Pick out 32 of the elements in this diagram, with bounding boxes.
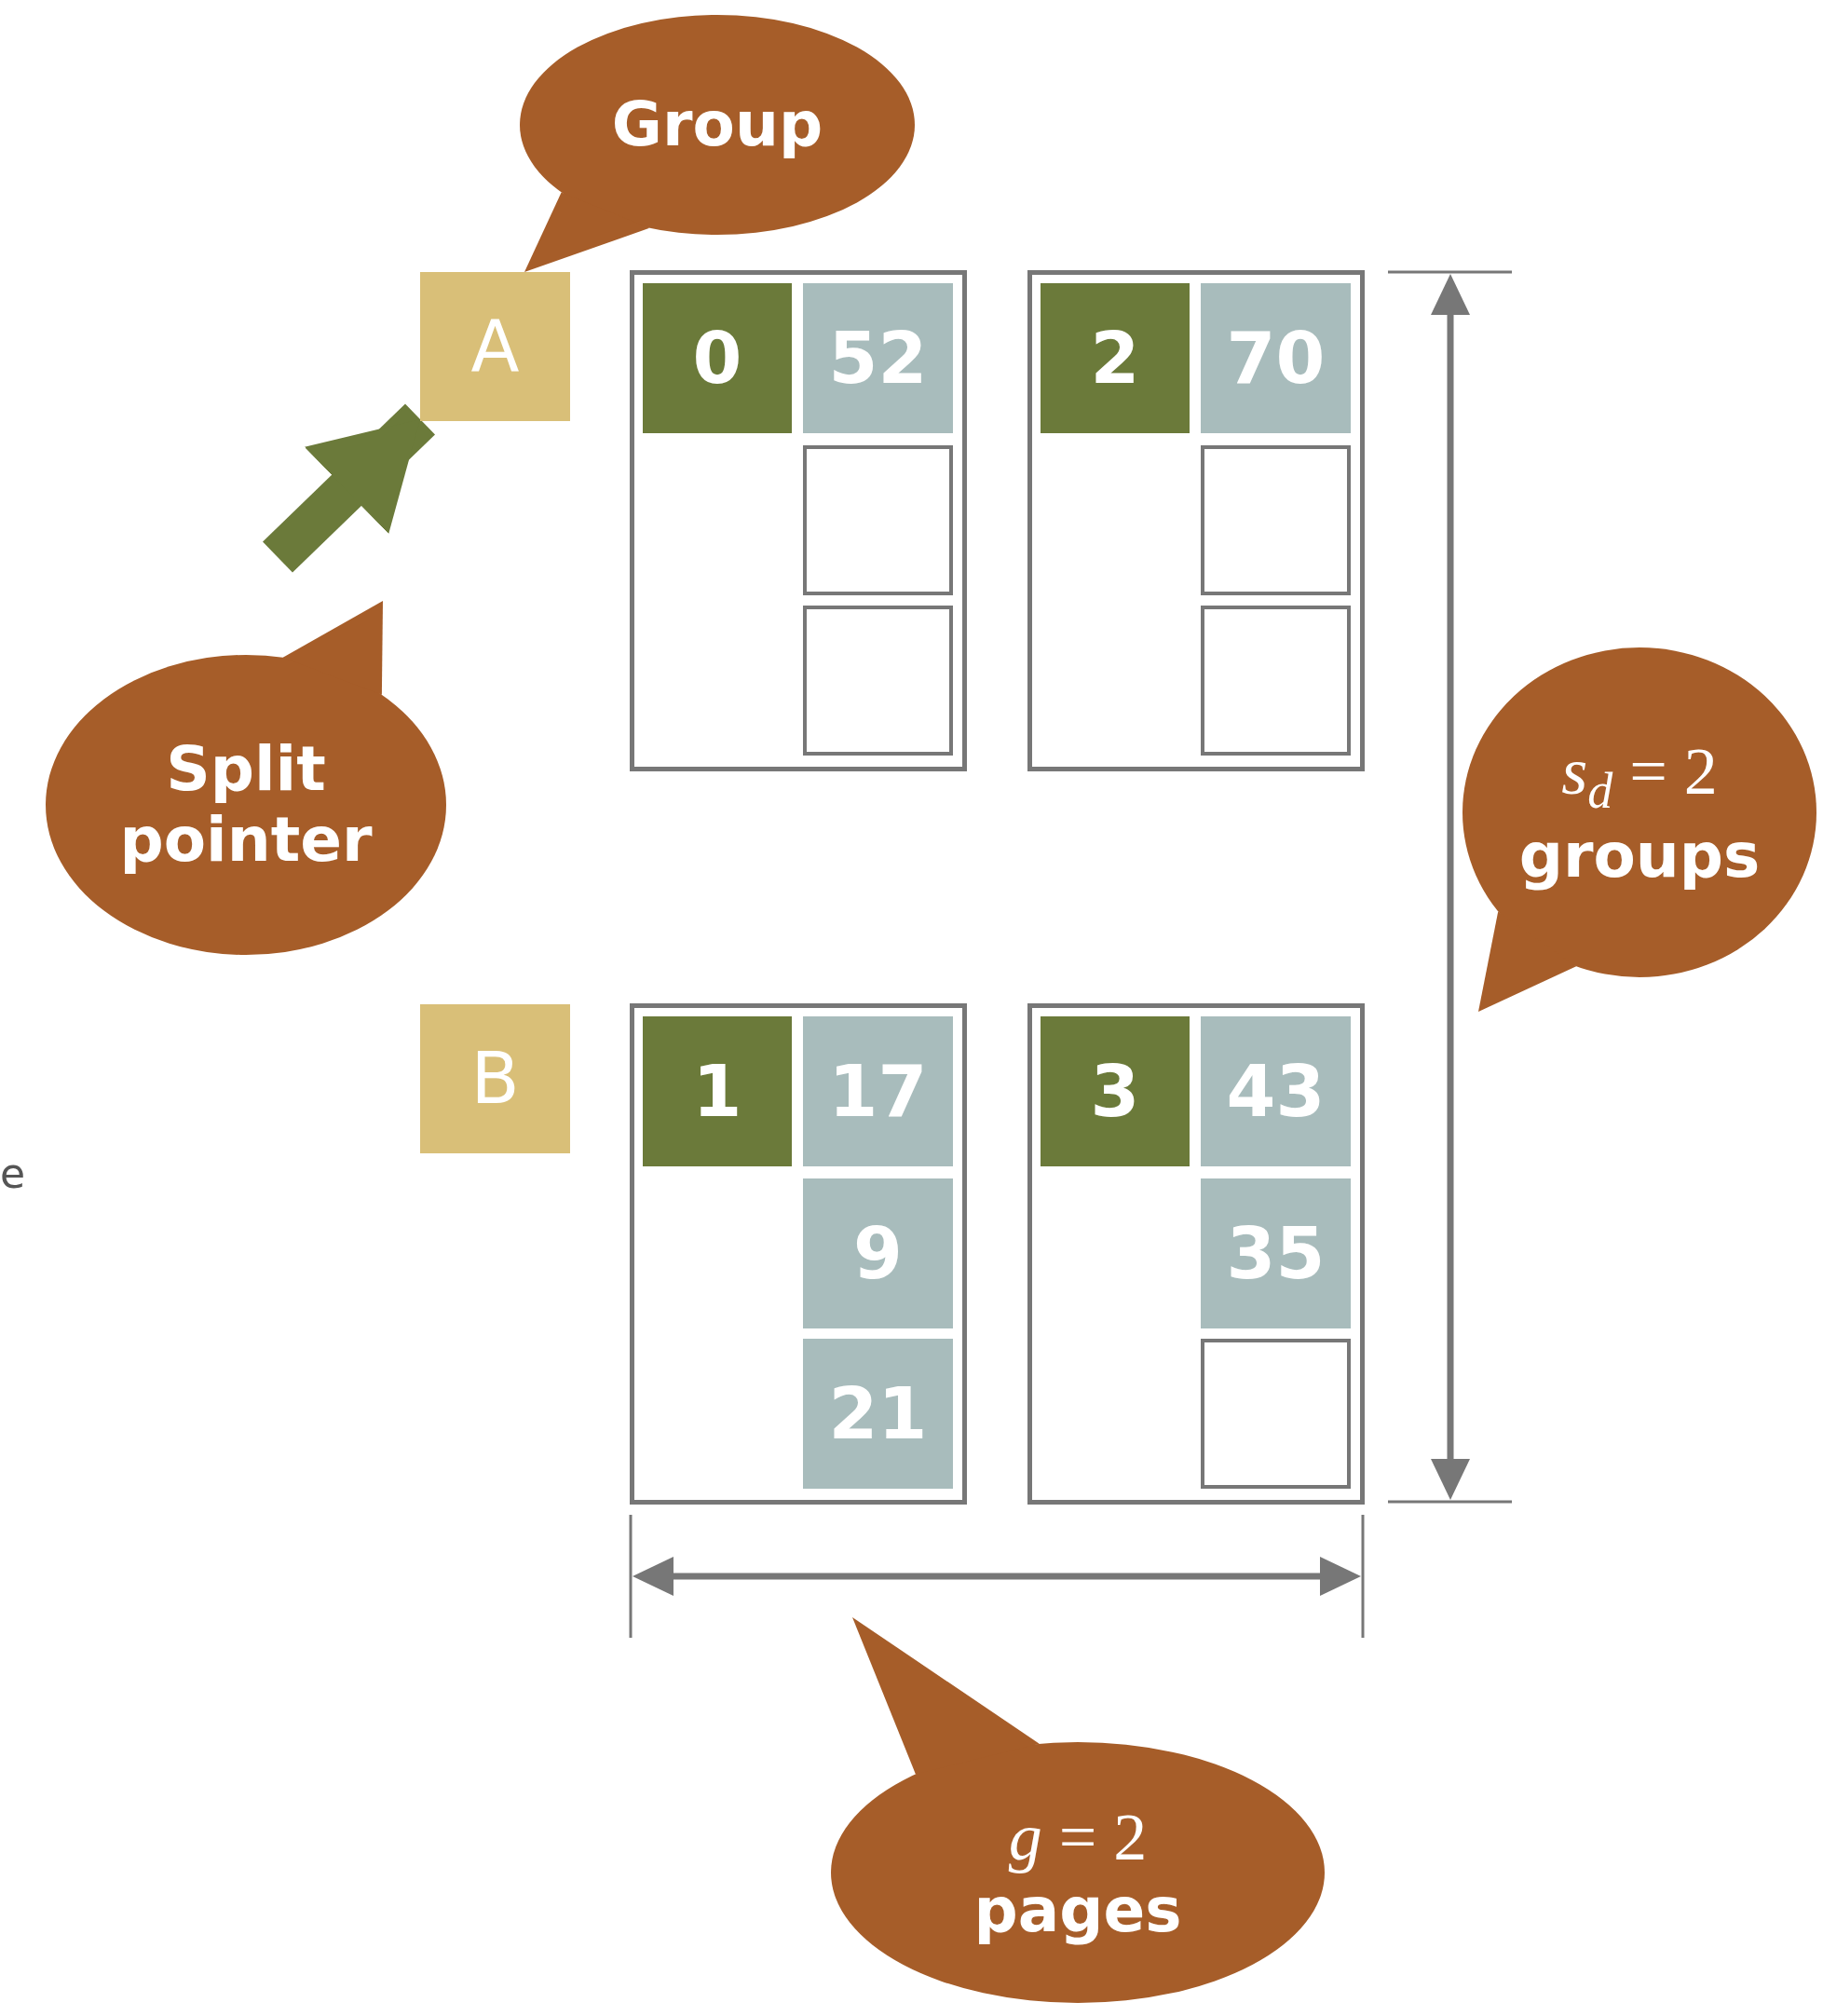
- group-label-box: [420, 1004, 570, 1153]
- group-letter: A: [470, 311, 520, 382]
- group-letter: B: [470, 1043, 520, 1114]
- cell-value: 17: [828, 1056, 928, 1127]
- empty-slot: [803, 606, 953, 756]
- pointer-arrow: [262, 403, 436, 573]
- page-box: [1027, 1003, 1365, 1505]
- cell-value: 52: [828, 322, 928, 394]
- page-box: [630, 1003, 967, 1505]
- bubble-text: s$_{d}$ = 2: [1561, 733, 1718, 821]
- cell-value: 2: [1090, 322, 1140, 394]
- page-box: [630, 270, 967, 771]
- empty-slot: [803, 445, 953, 595]
- text-fragment: e: [0, 1153, 26, 1194]
- cell-value: 3: [1090, 1056, 1140, 1127]
- page-box: [1027, 270, 1365, 771]
- empty-slot: [1201, 1339, 1351, 1489]
- cell-value: 43: [1226, 1056, 1326, 1127]
- cell-value: 35: [1226, 1218, 1326, 1289]
- bubble-text: Group: [611, 89, 823, 160]
- group-label-box: [420, 272, 570, 421]
- bubble-text: g = 2: [1008, 1798, 1148, 1876]
- bubble-text: groups: [1518, 820, 1761, 892]
- cell-value: 9: [853, 1218, 903, 1289]
- empty-slot: [1201, 606, 1351, 756]
- bubble-text: pages: [973, 1875, 1182, 1947]
- empty-slot: [1201, 445, 1351, 595]
- bubble-text: Split pointer: [118, 734, 374, 876]
- cell-value: 70: [1226, 322, 1326, 394]
- cell-value: 0: [692, 322, 742, 394]
- cell-value: 21: [828, 1378, 928, 1450]
- cell-value: 1: [692, 1056, 742, 1127]
